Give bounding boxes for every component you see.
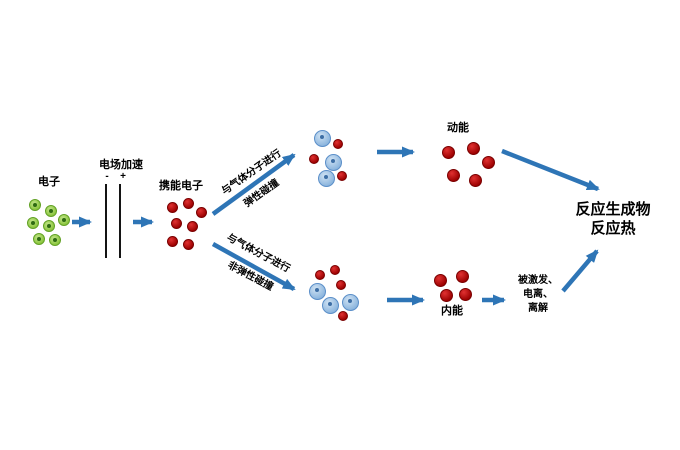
- arrow-kinetic-to-product: [501, 148, 600, 192]
- electron-particle: [49, 234, 61, 246]
- arrow-excitation-to-product: [561, 249, 599, 293]
- arrow-inelastic-collision: [211, 242, 296, 291]
- energized-electron-particle: [183, 239, 194, 250]
- energized-electron-particle: [337, 171, 347, 181]
- internal-energy-particle: [459, 288, 472, 301]
- kinetic-particle: [482, 156, 495, 169]
- kinetic-particle: [442, 146, 455, 159]
- kinetic-particle: [447, 169, 460, 182]
- field-acceleration-label: 电场加速: [99, 159, 143, 171]
- energized-electron-particle: [333, 139, 343, 149]
- arrow-elastic-collision: [211, 153, 296, 216]
- energized-electron-particle: [336, 280, 346, 290]
- minus-sign: -: [105, 171, 109, 182]
- gas-molecule-particle: [314, 130, 331, 147]
- energized-electron-particle: [167, 202, 178, 213]
- gas-molecule-particle: [309, 283, 326, 300]
- reaction-heat-label: 反应热: [590, 219, 636, 237]
- electron-particle: [43, 220, 55, 232]
- energized-electron-particle: [183, 198, 194, 209]
- kinetic-particle: [467, 142, 480, 155]
- excitation-block: 被激发、 电离、 离解: [510, 274, 566, 316]
- energized-electron-particle: [309, 154, 319, 164]
- reaction-product-block: 反应生成物 反应热: [563, 201, 663, 239]
- energized-electron-particle: [315, 270, 325, 280]
- internal-energy-label: 内能: [441, 305, 463, 317]
- reaction-product-label: 反应生成物: [575, 201, 651, 218]
- energized-electron-label: 携能电子: [159, 180, 203, 192]
- plus-sign: +: [120, 171, 126, 182]
- energized-electron-particle: [330, 265, 340, 275]
- gas-molecule-particle: [322, 297, 339, 314]
- gas-molecule-particle: [342, 294, 359, 311]
- field-plate-left: [105, 184, 107, 258]
- kinetic-energy-label: 动能: [447, 122, 469, 134]
- electron-label: 电子: [38, 176, 60, 188]
- energized-electron-particle: [171, 218, 182, 229]
- excitation-line3: 离解: [528, 303, 548, 314]
- electron-particle: [45, 205, 57, 217]
- electron-particle: [29, 199, 41, 211]
- energized-electron-particle: [338, 311, 348, 321]
- electron-particle: [58, 214, 70, 226]
- electron-particle: [33, 233, 45, 245]
- energized-electron-particle: [196, 207, 207, 218]
- internal-energy-particle: [456, 270, 469, 283]
- field-plate-right: [119, 184, 121, 258]
- internal-energy-particle: [434, 274, 447, 287]
- energized-electron-particle: [187, 221, 198, 232]
- kinetic-particle: [469, 174, 482, 187]
- gas-molecule-particle: [325, 154, 342, 171]
- electron-particle: [27, 217, 39, 229]
- energized-electron-particle: [167, 236, 178, 247]
- excitation-line2: 电离、: [523, 289, 553, 300]
- gas-molecule-particle: [318, 170, 335, 187]
- internal-energy-particle: [440, 289, 453, 302]
- excitation-line1: 被激发、: [518, 275, 558, 286]
